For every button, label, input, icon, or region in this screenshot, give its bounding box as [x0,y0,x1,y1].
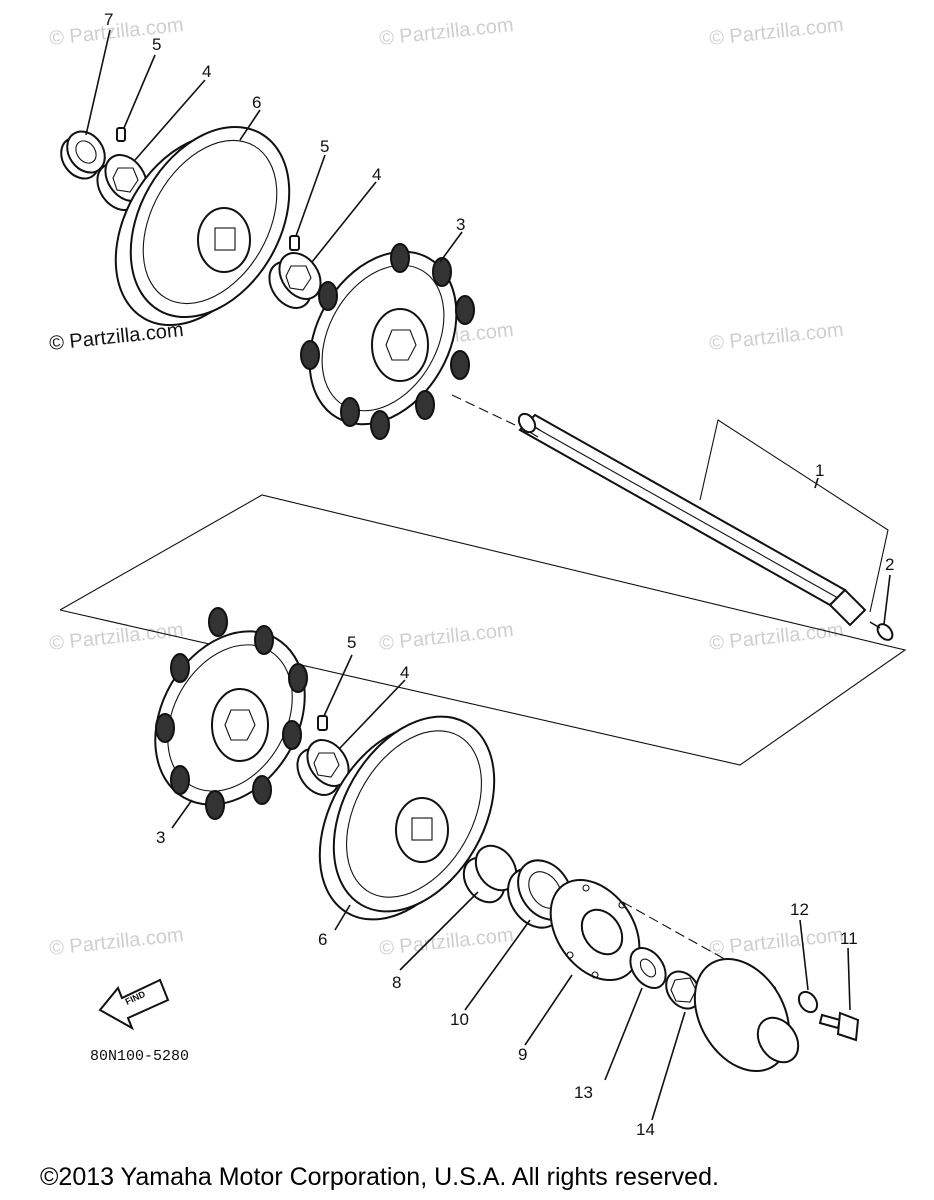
callout-13: 13 [574,1083,593,1102]
callout-11: 11 [840,929,858,948]
callout-14: 14 [636,1120,655,1139]
part-1-shaft[interactable] [516,411,867,627]
part-6-wheel[interactable] [83,99,321,354]
callouts: 7 5 4 6 5 4 3 1 2 5 4 3 6 8 10 9 12 11 1… [104,10,894,1139]
callout-2: 2 [885,555,894,574]
callout-6: 6 [318,930,327,949]
callout-5: 5 [347,633,356,652]
copyright-footer: ©2013 Yamaha Motor Corporation, U.S.A. A… [40,1163,719,1191]
part-12-washer[interactable] [795,988,821,1015]
callout-5: 5 [152,35,161,54]
part-2-pin[interactable] [869,621,895,643]
part-13-washer[interactable] [623,941,673,994]
watermark: © Partzilla.com [48,14,184,50]
watermark: © Partzilla.com [378,619,514,655]
callout-10: 10 [450,1010,469,1029]
watermark: © Partzilla.com [378,14,514,50]
watermark: © Partzilla.com [708,619,844,655]
callout-3: 3 [156,828,165,847]
part-5-set-screw[interactable] [116,127,126,142]
part-8-spacer[interactable] [455,838,524,910]
part-4-hex-collar[interactable] [89,147,155,218]
assembly-outline [59,394,907,991]
callout-3: 3 [456,215,465,234]
part-9-flange[interactable] [532,863,657,997]
part-11-bolt[interactable] [818,1011,860,1042]
find-arrow-icon: FIND [98,978,170,1031]
callout-9: 9 [518,1045,527,1064]
watermark: © Partzilla.com [48,924,184,960]
diagram-code: 80N100-5280 [90,1048,189,1065]
callout-5: 5 [320,137,329,156]
callout-12: 12 [790,900,809,919]
part-5-set-screw[interactable] [289,235,300,251]
watermark: © Partzilla.com [48,619,184,655]
callout-8: 8 [392,973,401,992]
watermark: © Partzilla.com [708,924,844,960]
part-7-collar[interactable] [53,124,112,186]
part-4-hex-collar[interactable] [289,732,357,803]
watermark: © Partzilla.com [708,319,844,355]
housing-plate [693,957,800,1073]
callout-7: 7 [104,10,113,29]
part-5-set-screw[interactable] [317,715,328,731]
part-6-wheel[interactable] [287,688,527,948]
part-3-sprocket[interactable] [280,225,486,450]
callout-1: 1 [815,461,824,480]
part-3-sprocket[interactable] [125,604,335,831]
callout-6: 6 [252,93,261,112]
callout-4: 4 [372,165,381,184]
callout-4: 4 [202,62,211,81]
watermark: © Partzilla.com [378,924,514,960]
watermark: © Partzilla.com [708,14,844,50]
callout-4: 4 [400,663,409,682]
part-4-hex-collar[interactable] [261,245,329,316]
leader-lines [85,29,891,1121]
